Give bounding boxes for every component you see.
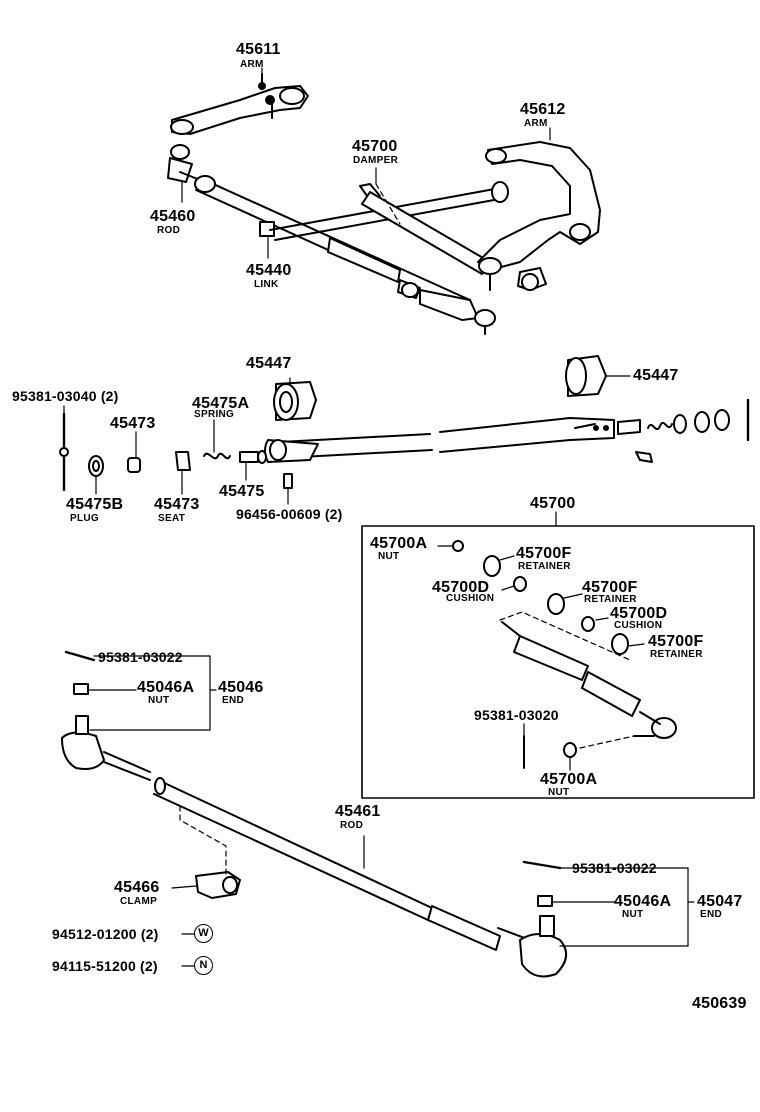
label-45612: 45612: [520, 101, 566, 118]
label-45466: 45466: [114, 879, 160, 896]
label-rod-45460-name: ROD: [157, 225, 181, 236]
label-45700d-1: 45700D: [432, 579, 490, 596]
label-45046a-right: 45046A: [614, 893, 672, 910]
label-retainer-name-2: RETAINER: [584, 594, 637, 605]
label-96456-00609: 96456-00609 (2): [236, 506, 343, 522]
label-clamp-name: CLAMP: [120, 896, 158, 907]
label-45612-name: ARM: [524, 118, 548, 129]
label-45700f-3: 45700F: [648, 633, 704, 650]
label-damper-name: DAMPER: [353, 155, 399, 166]
label-spring-name: SPRING: [194, 409, 235, 420]
arm-45612-drawing: [477, 141, 601, 291]
damper-kit-box: [361, 525, 755, 799]
label-95381-03022-left: 95381-03022: [98, 649, 183, 665]
label-45440: 45440: [246, 262, 292, 279]
tie-rod-drawing: [61, 650, 567, 978]
label-94512-01200: 94512-01200 (2): [52, 926, 159, 942]
label-95381-03022-right: 95381-03022: [572, 860, 657, 876]
bushing-45447-right-drawing: [565, 355, 607, 397]
label-nut-name-right: NUT: [622, 909, 644, 920]
relay-rod-drawing: [194, 175, 496, 335]
label-retainer-name-3: RETAINER: [650, 649, 703, 660]
label-plug-name: PLUG: [70, 513, 99, 524]
label-45046a-left: 45046A: [137, 679, 195, 696]
label-45700a-bottom: 45700A: [540, 771, 598, 788]
label-45700a-top: 45700A: [370, 535, 428, 552]
label-45700-box: 45700: [530, 495, 576, 512]
bushing-45447-left-drawing: [273, 381, 317, 421]
nut-symbol-icon: N: [194, 956, 213, 975]
label-45447-right: 45447: [633, 367, 679, 384]
dashed-guides: [179, 183, 635, 875]
damper-exploded-drawing: [452, 540, 677, 769]
label-45700-top: 45700: [352, 138, 398, 155]
label-45611: 45611: [236, 41, 281, 58]
label-45047: 45047: [697, 893, 743, 910]
label-nut-name-left: NUT: [148, 695, 170, 706]
label-cushion-name-2: CUSHION: [614, 620, 663, 631]
label-45447-left: 45447: [246, 355, 292, 372]
label-45475: 45475: [219, 483, 265, 500]
arm-45611-drawing: [170, 73, 309, 135]
label-45475b: 45475B: [66, 496, 124, 513]
label-end-name-left: END: [222, 695, 245, 706]
label-94115-51200: 94115-51200 (2): [52, 958, 158, 974]
label-nut-name-bottom: NUT: [548, 787, 570, 798]
label-rod-45461-name: ROD: [340, 820, 364, 831]
label-retainer-name-1: RETAINER: [518, 561, 571, 572]
small-parts-right-drawing: [617, 398, 750, 463]
label-seat-name: SEAT: [158, 513, 186, 524]
label-45473-bottom: 45473: [154, 496, 200, 513]
washer-symbol-icon: W: [194, 924, 213, 943]
label-45473-top: 45473: [110, 415, 156, 432]
label-cushion-name-1: CUSHION: [446, 593, 495, 604]
relay-rod-exploded-drawing: [264, 417, 615, 463]
label-45700f-1: 45700F: [516, 545, 572, 562]
label-link-name: LINK: [254, 279, 279, 290]
label-end-name-right: END: [700, 909, 723, 920]
leader-lines: [63, 67, 695, 967]
figure-id: 450639: [692, 995, 747, 1012]
label-45461: 45461: [335, 803, 381, 820]
damper-drawing-top: [269, 181, 509, 275]
label-nut-name-top: NUT: [378, 551, 400, 562]
rod-45460-drawing: [167, 144, 211, 185]
label-45700f-2: 45700F: [582, 579, 638, 596]
label-45460: 45460: [150, 208, 196, 225]
label-95381-03040: 95381-03040 (2): [12, 388, 119, 404]
label-45700d-2: 45700D: [610, 605, 668, 622]
small-parts-left-drawing: [59, 412, 293, 492]
label-45046: 45046: [218, 679, 264, 696]
label-45611-name: ARM: [240, 59, 264, 70]
label-45475a: 45475A: [192, 395, 250, 412]
label-95381-03020: 95381-03020: [474, 707, 559, 723]
